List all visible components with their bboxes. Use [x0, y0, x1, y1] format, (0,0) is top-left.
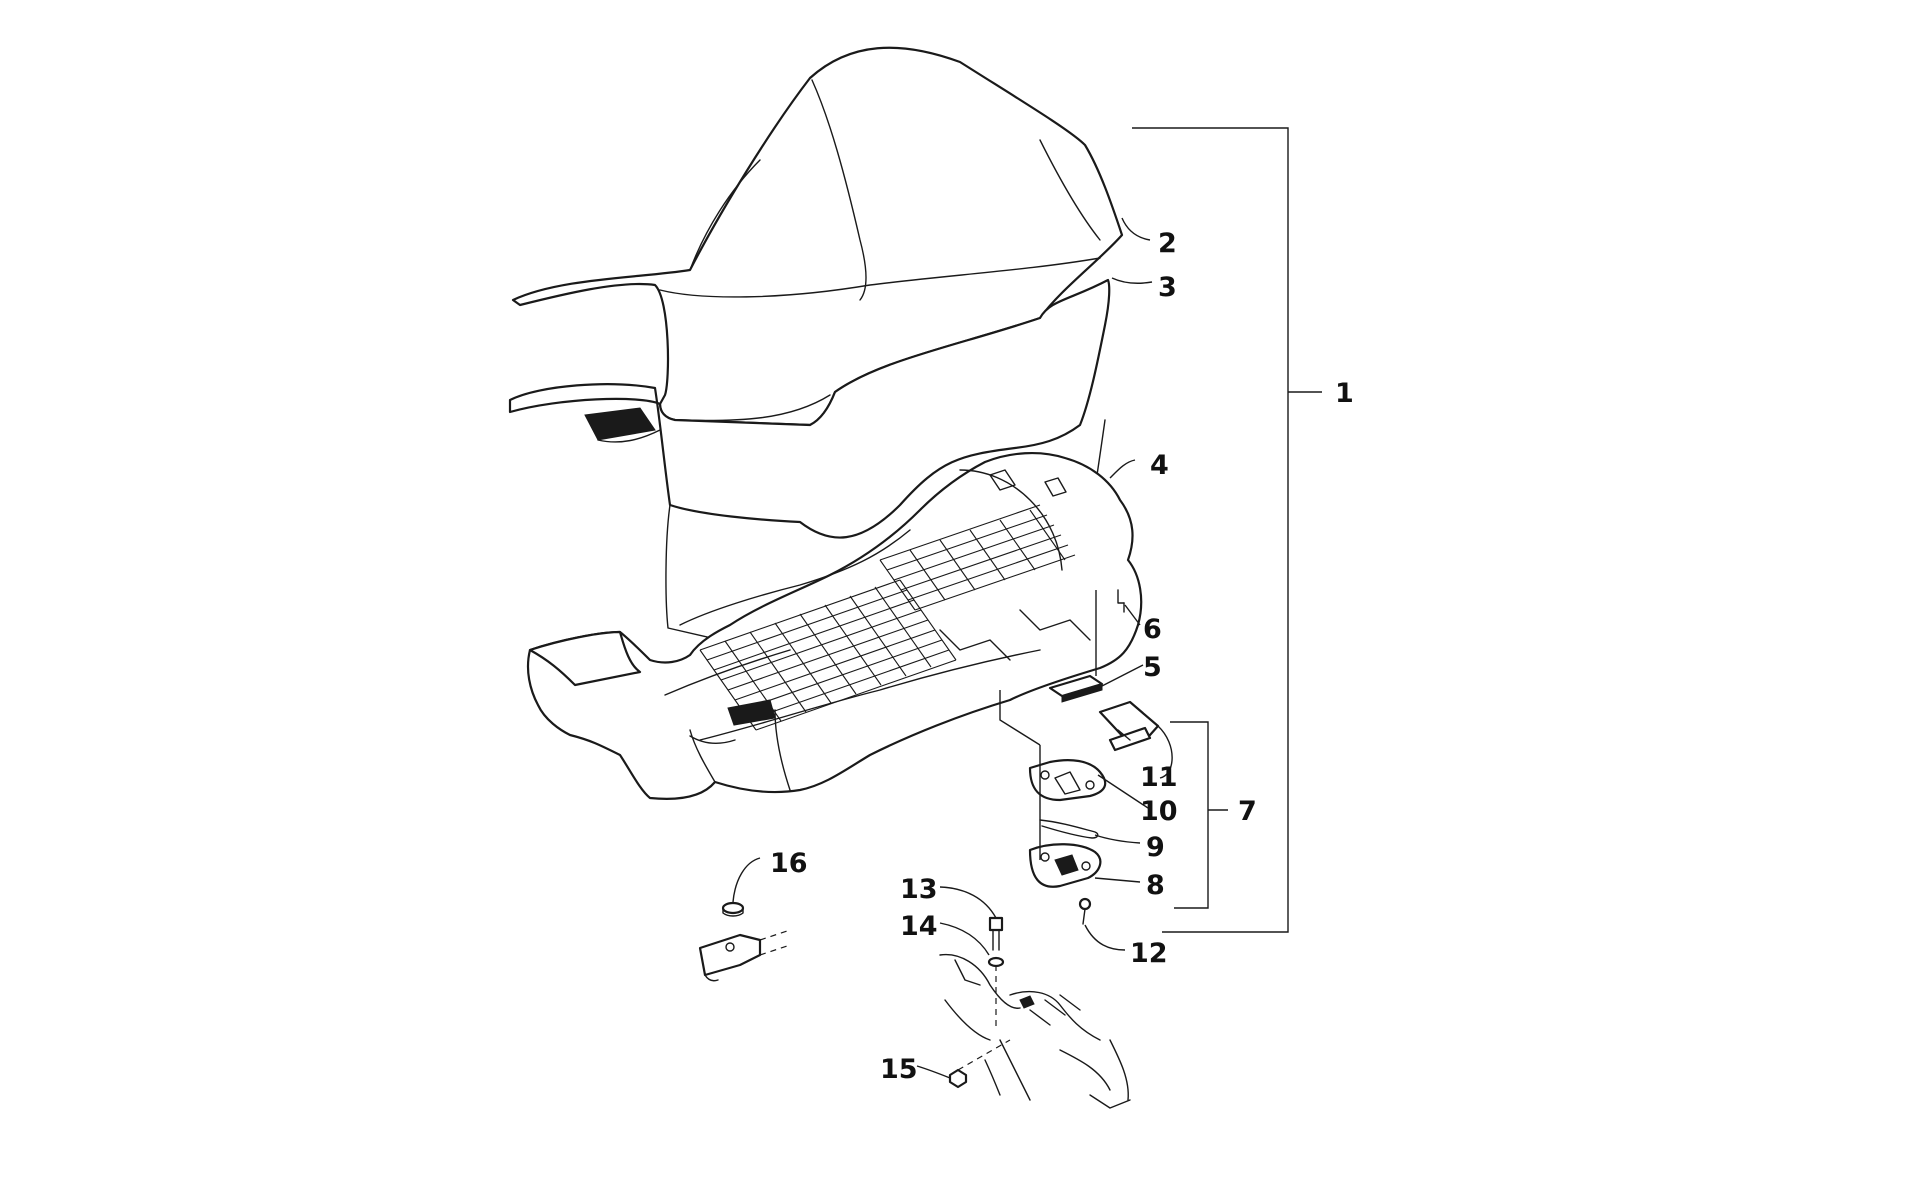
callout-15: 15: [880, 1054, 918, 1085]
bumper-part-16: [721, 901, 745, 917]
screw-part-12: [1078, 897, 1092, 925]
callout-3: 3: [1158, 272, 1177, 303]
washer-part-14: [987, 956, 1005, 968]
bracket-assembly-1: [1132, 127, 1289, 933]
callout-4: 4: [1150, 450, 1169, 481]
callout-16: 16: [770, 848, 808, 879]
callout-12: 12: [1130, 938, 1168, 969]
pin-part-6: [1117, 589, 1125, 613]
latch-part-11: [1098, 700, 1160, 752]
bracket-assembly-7: [1170, 721, 1209, 909]
seat-cover-part-2: [511, 46, 1124, 427]
plate-part-10: [1028, 759, 1107, 802]
assembly-line-base-latch: [999, 690, 1041, 746]
spring-part-9: [1039, 819, 1099, 839]
seat-base-part-4: [526, 451, 1143, 800]
callout-2: 2: [1158, 228, 1177, 259]
callout-7: 7: [1238, 796, 1257, 827]
bolt-part-13: [988, 916, 1004, 951]
pad-part-5: [1048, 674, 1104, 703]
callout-6: 6: [1143, 614, 1162, 645]
callout-1: 1: [1335, 378, 1354, 409]
callout-11: 11: [1140, 762, 1178, 793]
frame-bracket: [939, 953, 1131, 1109]
callout-9: 9: [1146, 832, 1165, 863]
leader-lines: [732, 217, 1173, 1079]
callout-13: 13: [900, 874, 938, 905]
callout-14: 14: [900, 911, 938, 942]
callout-10: 10: [1140, 796, 1178, 827]
callout-8: 8: [1146, 870, 1165, 901]
callout-5: 5: [1143, 652, 1162, 683]
nut-part-15: [948, 1068, 968, 1089]
plate-part-8: [1028, 843, 1102, 888]
frame-tube: [698, 929, 791, 982]
